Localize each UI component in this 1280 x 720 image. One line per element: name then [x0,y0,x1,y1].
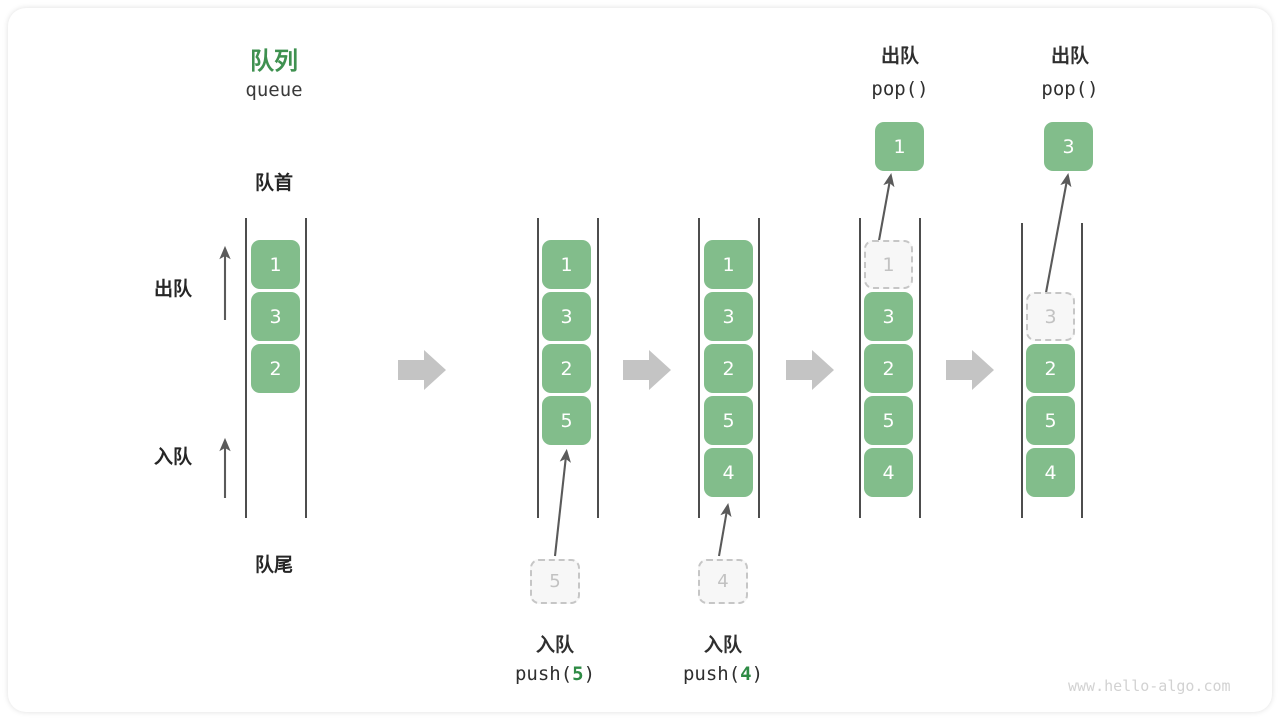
queue-cell: 3 [251,292,300,341]
figure-title-en: queue [245,79,303,101]
op-code-prefix: push( [682,663,741,685]
queue-cell: 5 [864,396,913,445]
arrow-right-icon [946,350,994,390]
queue-cell: 2 [542,344,591,393]
queue-cell: 1 [251,240,300,289]
queue-cell: 2 [251,344,300,393]
figure-card: 队列 queue 队首 队尾 出队 入队 1 3 2 1 3 2 5 5 入队 … [8,8,1272,712]
queue-rail-right-initial [305,218,307,518]
operation-label-push4: 入队 [703,634,742,656]
dequeue-direction-arrow-icon [219,245,231,320]
queue-rail-left-initial [245,218,247,518]
op-code-number: 4 [740,663,752,685]
queue-rail-right-push5 [597,218,599,518]
queue-cell: 5 [704,396,753,445]
figure-title-cn: 队列 [250,47,298,75]
queue-rail-left-pop3 [1021,223,1023,518]
operation-code-push5: push(5) [465,663,645,685]
queue-cell: 4 [704,448,753,497]
incoming-ghost-cell: 4 [698,559,748,604]
dequeue-side-label: 出队 [154,278,193,300]
operation-code-pop1: pop() [871,78,929,100]
operation-label-push5: 入队 [535,634,574,656]
front-label: 队首 [254,172,293,194]
enqueue-side-label: 入队 [154,446,193,468]
incoming-ghost-cell: 5 [530,559,580,604]
pop-arrow-icon-pop1 [876,172,895,247]
queue-rail-right-pop1 [919,218,921,518]
queue-cell: 3 [704,292,753,341]
queue-cell: 1 [542,240,591,289]
operation-label-pop1: 出队 [880,45,919,67]
operation-label-pop3: 出队 [1050,45,1089,67]
queue-cell: 4 [1026,448,1075,497]
queue-cell: 5 [1026,396,1075,445]
queue-cell: 2 [1026,344,1075,393]
popped-cell: 3 [1044,122,1093,171]
queue-cell: 1 [704,240,753,289]
arrow-right-icon [398,350,446,390]
op-code-prefix: push( [514,663,573,685]
watermark: www.hello-algo.com [1068,677,1231,695]
arrow-right-icon [623,350,671,390]
queue-rail-right-push4 [758,218,760,518]
op-code-suffix: ) [751,663,764,685]
pop-arrow-icon-pop3 [1043,172,1072,299]
operation-code-pop3: pop() [1041,78,1099,100]
popped-cell: 1 [875,122,924,171]
rear-label: 队尾 [254,554,293,576]
operation-code-push4: push(4) [633,663,813,685]
op-code-number: 5 [572,663,584,685]
queue-rail-right-pop3 [1081,223,1083,518]
push-arrow-icon-push4 [717,502,732,557]
queue-rail-left-push5 [537,218,539,518]
queue-cell: 5 [542,396,591,445]
queue-cell: 2 [864,344,913,393]
queue-cell: 3 [542,292,591,341]
push-arrow-icon-push5 [553,448,571,557]
op-code-suffix: ) [583,663,596,685]
queue-rail-left-push4 [698,218,700,518]
queue-rail-left-pop1 [859,218,861,518]
queue-cell-ghost: 1 [864,240,913,289]
enqueue-direction-arrow-icon [219,437,231,498]
queue-cell: 4 [864,448,913,497]
queue-cell: 3 [864,292,913,341]
queue-cell: 2 [704,344,753,393]
arrow-right-icon [786,350,834,390]
queue-cell-ghost: 3 [1026,292,1075,341]
